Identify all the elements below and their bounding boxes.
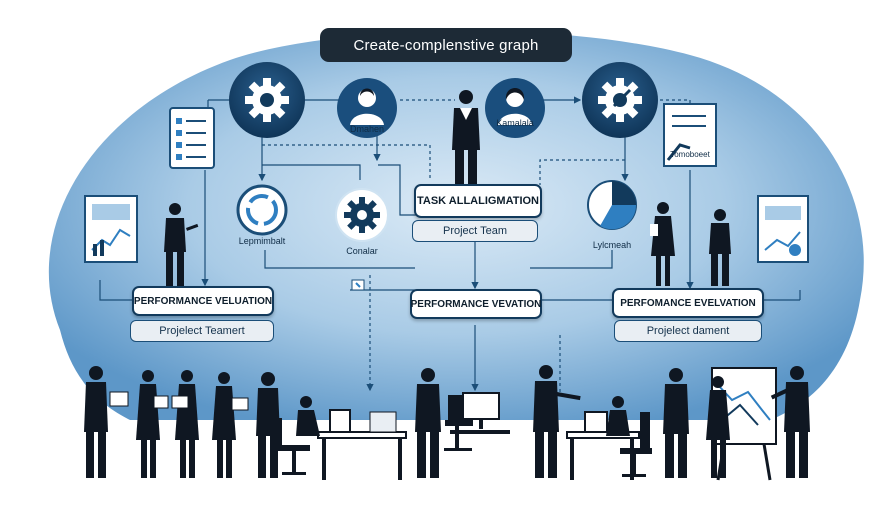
- cursor-icon: [351, 279, 365, 291]
- person-right-label: Kamalala: [496, 118, 534, 128]
- task-allocation-node: TASK ALLALIGMATION: [414, 184, 542, 218]
- team-member: [444, 395, 473, 451]
- team-member: [274, 396, 320, 475]
- person-icon: [485, 78, 545, 138]
- manager-figure: [452, 90, 480, 184]
- team-member: [84, 366, 129, 478]
- report-icon: [663, 103, 717, 167]
- team-member: [171, 370, 199, 478]
- gear-icon: [335, 188, 389, 242]
- analyst-figure: [709, 209, 731, 286]
- gear-center-label: Conalar: [346, 246, 378, 256]
- project-team-right-label: Projelect dament: [614, 320, 762, 342]
- desk-right: [566, 411, 640, 480]
- team-member: [770, 366, 810, 478]
- project-team-left-label: Projelect Teamert: [130, 320, 274, 342]
- monitor-icon: [450, 392, 510, 434]
- checklist-icon: [169, 107, 215, 169]
- team-member: [606, 396, 652, 477]
- diagram-title: Create-complenstive graph: [320, 28, 572, 62]
- document-right-label: Tomoboeet: [670, 150, 710, 159]
- team-silhouettes: [84, 365, 810, 478]
- analyst-figure: [164, 203, 199, 286]
- team-member: [706, 376, 730, 478]
- gear-icon: [582, 62, 658, 138]
- performance-right-node: PERFOMANCE EVELVATION: [612, 288, 764, 318]
- circle-cycle-icon: [236, 184, 288, 236]
- pie-chart-icon: [587, 180, 637, 230]
- performance-left-node: PERFORMANCE VELUATION: [132, 286, 274, 316]
- team-member: [136, 370, 169, 478]
- icon-left-label: Lepmimbalt: [238, 236, 286, 246]
- team-member: [663, 368, 689, 478]
- team-member: [533, 365, 581, 478]
- person-left-label: Dmahen: [349, 124, 385, 134]
- analyst-figure: [650, 202, 675, 286]
- performance-center-node: PERFORMANCE VEVATION: [410, 289, 542, 319]
- team-member: [415, 368, 441, 478]
- chart-document-icon: [84, 195, 138, 263]
- team-member: [212, 372, 249, 478]
- desk-left: [317, 409, 407, 480]
- project-team-center-label: Project Team: [412, 220, 538, 242]
- growth-chart-icon: [757, 195, 809, 263]
- gear-icon: [229, 62, 305, 138]
- person-icon: [337, 78, 397, 138]
- icon-right-label: Lylcmeah: [592, 240, 632, 250]
